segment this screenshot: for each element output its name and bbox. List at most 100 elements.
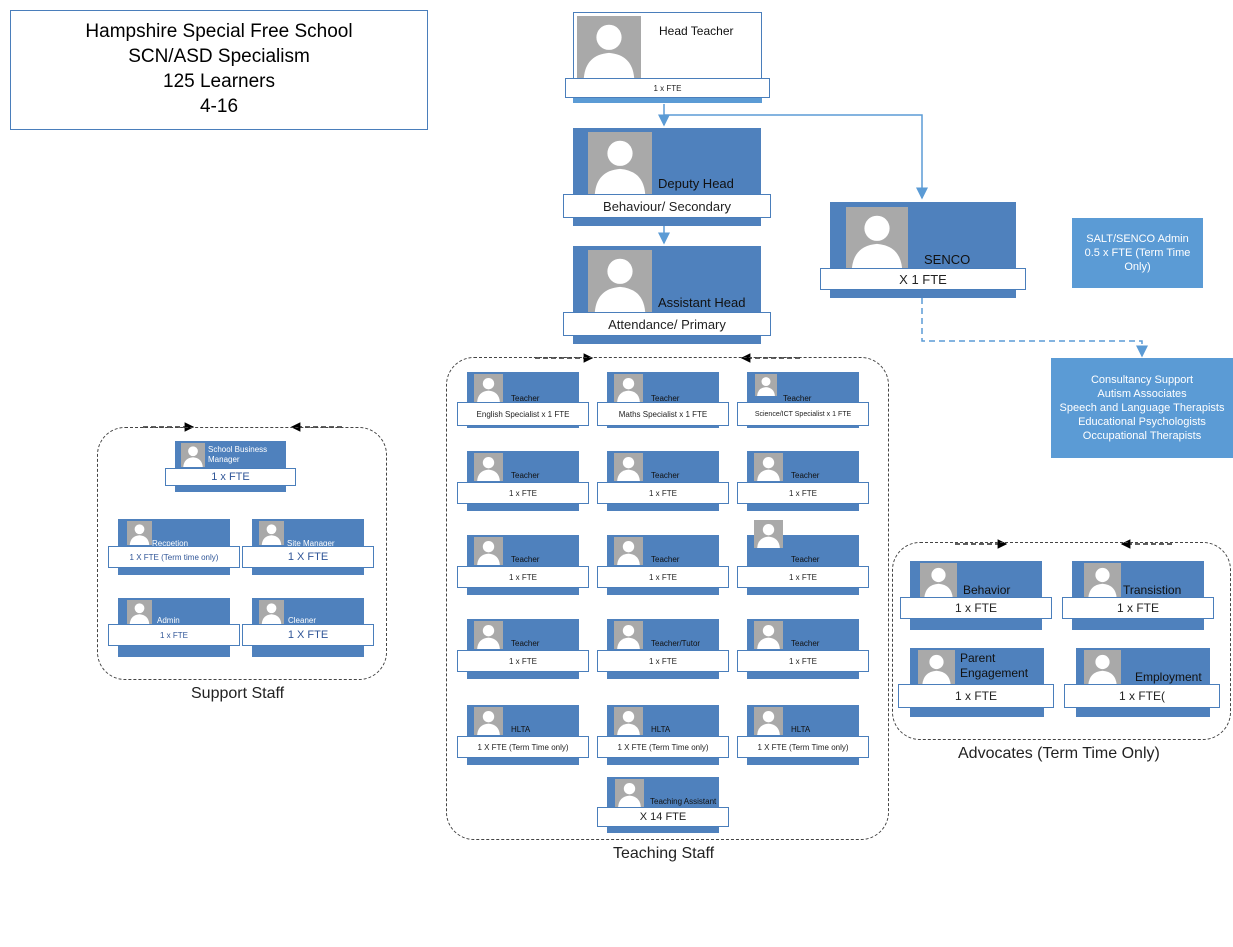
fte-label: 1 x FTE xyxy=(597,482,729,504)
avatar-icon xyxy=(1084,563,1121,598)
role-label: Teacher xyxy=(511,394,540,403)
deputy-head-card: Deputy Head Behaviour/ Secondary xyxy=(563,128,771,226)
avatar-icon xyxy=(615,779,644,807)
head-to-senco-connector xyxy=(664,114,928,200)
role-label: Site Manager xyxy=(287,539,335,548)
fte-label: 1 X FTE xyxy=(242,624,374,646)
avatar-icon xyxy=(754,621,783,649)
advocates-group xyxy=(892,542,1231,740)
fte-label: 1 x FTE xyxy=(1062,597,1214,619)
consultancy-line-2: Autism Associates xyxy=(1097,388,1187,400)
avatar-icon xyxy=(614,453,643,481)
avatar-icon xyxy=(474,537,503,565)
avatar-icon xyxy=(754,520,783,548)
consultancy-support-box: Consultancy Support Autism Associates Sp… xyxy=(1051,358,1233,458)
role-label-line-2: Engagement xyxy=(960,666,1029,680)
parent-engagement-advocate-card: Parent Engagement 1 x FTE xyxy=(898,648,1054,717)
role-label: Teacher xyxy=(651,471,680,480)
role-label: Teacher xyxy=(511,471,540,480)
assistant-head-card: Assistant Head Attendance/ Primary xyxy=(563,246,771,344)
role-label-line-1: School Business xyxy=(208,445,268,454)
role-label: Teacher xyxy=(511,555,540,564)
avatar-icon xyxy=(754,453,783,481)
fte-label: English Specialist x 1 FTE xyxy=(457,402,589,426)
school-name: Hampshire Special Free School xyxy=(85,21,353,42)
avatar-icon xyxy=(588,132,652,194)
avatar-icon xyxy=(846,207,908,269)
school-business-manager-card: School Business Manager 1 x FTE xyxy=(165,441,296,492)
avatar-icon xyxy=(474,453,503,481)
teaching-staff-label: Teaching Staff xyxy=(613,845,715,862)
avatar-icon xyxy=(474,374,503,402)
fte-label: 1 x FTE xyxy=(108,624,240,646)
consultancy-line-3: Speech and Language Therapists xyxy=(1059,402,1225,414)
school-info-box: Hampshire Special Free School SCN/ASD Sp… xyxy=(10,10,428,130)
avatar-icon xyxy=(127,600,152,624)
salt-senco-admin-box: SALT/SENCO Admin 0.5 x FTE (Term Time On… xyxy=(1072,218,1203,288)
avatar-icon xyxy=(614,621,643,649)
fte-label: 1 x FTE xyxy=(900,597,1052,619)
teaching-staff-card: Teacher 1 x FTE xyxy=(457,535,589,595)
transition-advocate-card: Transistion 1 x FTE xyxy=(1062,561,1214,630)
role-label: Assistant Head xyxy=(658,295,746,310)
role-label: Admin xyxy=(157,616,180,625)
role-label-line-2: Manager xyxy=(208,455,240,464)
salt-line-3: Only) xyxy=(1124,261,1151,273)
fte-label: 1 x FTE xyxy=(565,78,770,98)
consultancy-line-1: Consultancy Support xyxy=(1090,374,1194,386)
school-specialism: SCN/ASD Specialism xyxy=(128,46,310,67)
role-label: Teacher xyxy=(791,471,820,480)
avatar-icon xyxy=(588,250,652,312)
role-label: Teacher xyxy=(511,639,540,648)
fte-label: 1 x FTE xyxy=(457,566,589,588)
role-label: Deputy Head xyxy=(658,176,734,191)
fte-label: 1 x FTE xyxy=(597,566,729,588)
role-label: Teacher/Tutor xyxy=(651,639,701,648)
fte-label: 1 X FTE (Term Time only) xyxy=(597,736,729,758)
fte-label: 1 x FTE xyxy=(898,684,1054,708)
fte-label: 1 X FTE (Term time only) xyxy=(108,546,240,568)
avatar-icon xyxy=(127,521,152,545)
behavior-advocate-card: Behavior 1 x FTE xyxy=(900,561,1052,630)
teaching-staff-group xyxy=(446,357,889,840)
fte-label: 1 X FTE (Term Time only) xyxy=(737,736,869,758)
role-label: Teacher xyxy=(791,555,820,564)
admin-card: Admin 1 x FTE xyxy=(108,598,240,657)
teaching-staff-card: Teacher 1 x FTE xyxy=(597,451,729,511)
role-label: HLTA xyxy=(791,725,811,734)
role-label: Employment xyxy=(1135,670,1202,684)
teaching-staff-card: Teacher 1 x FTE xyxy=(597,535,729,595)
avatar-icon xyxy=(474,621,503,649)
role-label: Behavior xyxy=(963,583,1011,597)
salt-line-2: 0.5 x FTE (Term Time xyxy=(1084,247,1191,259)
avatar-icon xyxy=(614,537,643,565)
consultancy-line-5: Occupational Therapists xyxy=(1082,430,1202,442)
support-staff-label: Support Staff xyxy=(191,685,285,702)
role-label: Recpetion xyxy=(152,539,189,548)
role-label: Teacher xyxy=(651,555,680,564)
fte-label: Science/ICT Specialist x 1 FTE xyxy=(737,402,869,426)
fte-label: 1 x FTE( xyxy=(1064,684,1220,708)
avatar-icon xyxy=(474,707,503,735)
avatar-icon xyxy=(181,443,205,467)
role-label: HLTA xyxy=(511,725,531,734)
avatar-icon xyxy=(754,707,783,735)
avatar-icon xyxy=(1084,650,1121,685)
school-ages: 4-16 xyxy=(199,96,239,117)
role-label: Teacher xyxy=(783,394,812,403)
avatar-icon xyxy=(577,16,641,78)
avatar-icon xyxy=(259,600,284,624)
role-label: Cleaner xyxy=(288,616,317,625)
fte-label: 1 X FTE (Term Time only) xyxy=(457,736,589,758)
avatar-icon xyxy=(755,374,777,396)
role-label: HLTA xyxy=(651,725,671,734)
